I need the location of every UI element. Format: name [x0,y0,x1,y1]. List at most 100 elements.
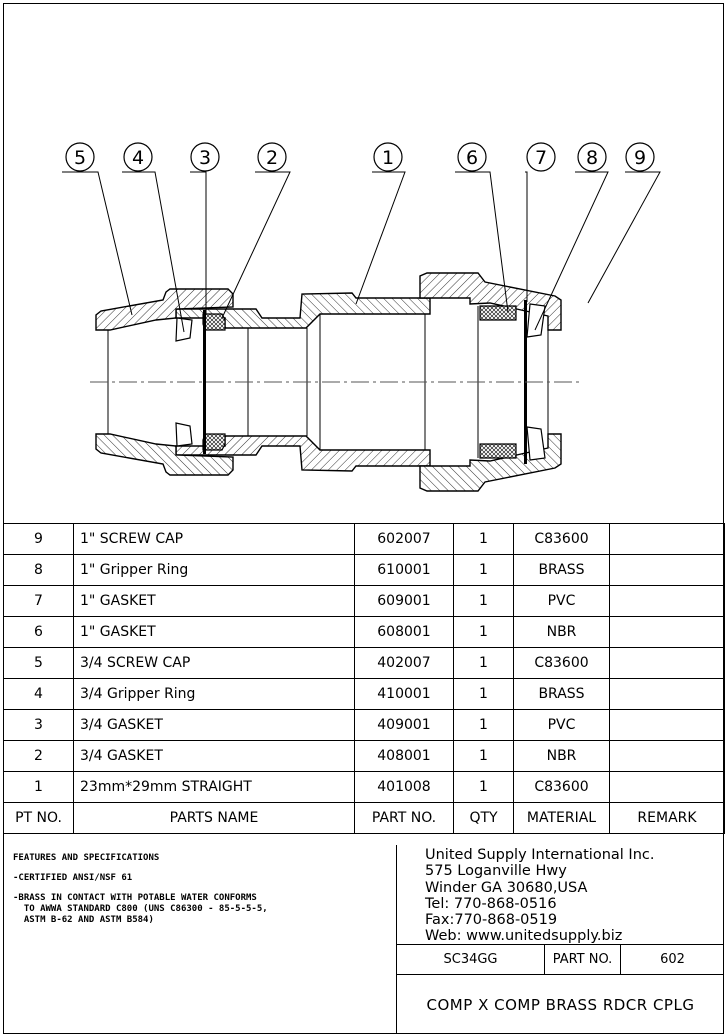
cell-part-no: 610001 [354,554,454,586]
cell-name: 3/4 GASKET [73,740,355,772]
features-title: FEATURES AND SPECIFICATIONS [13,853,160,863]
cell-qty: 1 [453,523,514,555]
cell-part-no: 409001 [354,709,454,741]
balloon-label: 2 [266,147,278,169]
cell-pt-no: 6 [3,616,74,648]
cell-material: C83600 [513,771,610,803]
cell-remark [609,554,725,586]
cell-name: 3/4 Gripper Ring [73,678,355,710]
cell-material: NBR [513,740,610,772]
features-line: -CERTIFIED ANSI/NSF 61 [13,873,133,883]
drawing-frame [3,3,724,1034]
cell-pt-no: 1 [3,771,74,803]
cell-material: C83600 [513,523,610,555]
part-no-value: 602 [660,952,685,967]
balloon-label: 5 [74,147,86,169]
header-remark: REMARK [609,802,725,834]
balloon-8: 8 [577,142,607,172]
company-web: Web: www.unitedsupply.biz [425,928,623,945]
cell-material: PVC [513,585,610,617]
cell-part-no: 609001 [354,585,454,617]
company-tel: Tel: 770-868-0516 [425,895,557,912]
cell-remark [609,709,725,741]
cell-qty: 1 [453,740,514,772]
cell-name: 1" GASKET [73,585,355,617]
balloon-label: 9 [634,147,646,169]
cell-part-no: 608001 [354,616,454,648]
cell-remark [609,647,725,679]
balloon-4: 4 [123,142,153,172]
features-line: TO AWWA STANDARD C800 (UNS C86300 - 85-5… [13,904,268,914]
part-no-label: PART NO. [545,945,621,974]
cross-section-drawing: 5 4 3 2 1 6 7 8 9 [62,142,661,492]
cell-part-no: 408001 [354,740,454,772]
cell-part-no: 401008 [354,771,454,803]
cell-name: 1" GASKET [73,616,355,648]
cell-remark [609,585,725,617]
balloon-5: 5 [65,142,95,172]
cell-remark [609,678,725,710]
cell-qty: 1 [453,647,514,679]
cell-name: 3/4 SCREW CAP [73,647,355,679]
cell-material: PVC [513,709,610,741]
balloon-label: 3 [199,147,211,169]
balloon-1: 1 [373,142,403,172]
balloon-9: 9 [625,142,655,172]
cell-pt-no: 7 [3,585,74,617]
model-number: SC34GG [397,945,545,974]
balloon-label: 8 [586,147,598,169]
cell-material: C83600 [513,647,610,679]
balloon-label: 1 [382,147,394,169]
balloon-7: 7 [526,142,556,172]
balloon-label: 4 [132,147,144,169]
product-description: COMP X COMP BRASS RDCR CPLG [426,995,695,1014]
cell-qty: 1 [453,585,514,617]
cell-material: BRASS [513,554,610,586]
cell-qty: 1 [453,554,514,586]
cell-remark [609,771,725,803]
features-specifications: FEATURES AND SPECIFICATIONS -CERTIFIED A… [3,845,397,1034]
features-line: ASTM B-62 AND ASTM B584) [13,915,154,925]
cell-pt-no: 9 [3,523,74,555]
cell-name: 3/4 GASKET [73,709,355,741]
cell-name: 23mm*29mm STRAIGHT [73,771,355,803]
balloon-3: 3 [190,142,220,172]
cell-pt-no: 3 [3,709,74,741]
cell-name: 1" Gripper Ring [73,554,355,586]
balloons: 5 4 3 2 1 6 7 8 9 [65,142,655,172]
cell-pt-no: 2 [3,740,74,772]
company-fax: Fax:770-868-0519 [425,912,558,929]
cell-pt-no: 5 [3,647,74,679]
header-part-no: PART NO. [354,802,454,834]
cell-part-no: 410001 [354,678,454,710]
header-pt-no: PT NO. [3,802,74,834]
company-name: United Supply International Inc. [425,847,655,863]
cell-part-no: 402007 [354,647,454,679]
cell-material: BRASS [513,678,610,710]
parts-table-header: PT NO. PARTS NAME PART NO. QTY MATERIAL … [3,802,725,834]
cell-qty: 1 [453,678,514,710]
cell-remark [609,523,725,555]
cell-material: NBR [513,616,610,648]
company-city: Winder GA 30680,USA [425,879,588,896]
cell-pt-no: 4 [3,678,74,710]
cell-qty: 1 [453,616,514,648]
features-line: -BRASS IN CONTACT WITH POTABLE WATER CON… [13,893,257,903]
header-parts-name: PARTS NAME [73,802,355,834]
company-street: 575 Loganville Hwy [425,863,567,880]
cell-part-no: 602007 [354,523,454,555]
company-address: United Supply International Inc. 575 Log… [397,845,724,945]
cell-qty: 1 [453,709,514,741]
title-block-part-row: SC34GG PART NO. 602 [397,945,724,975]
cell-qty: 1 [453,771,514,803]
header-material: MATERIAL [513,802,610,834]
balloon-6: 6 [457,142,487,172]
